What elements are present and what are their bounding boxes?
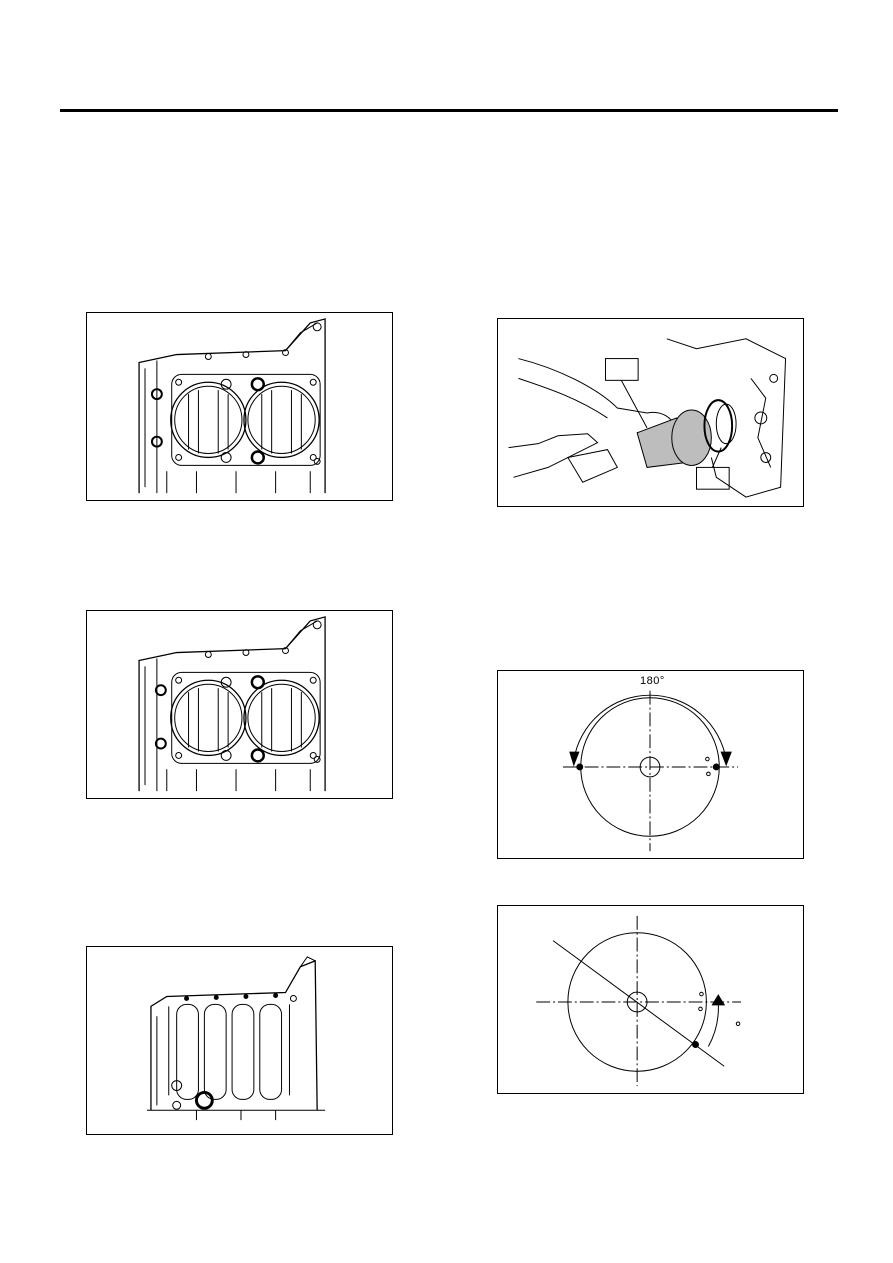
figure-tool-installation xyxy=(497,318,804,507)
tool-installation-drawing xyxy=(508,338,787,498)
header-rule xyxy=(60,109,838,112)
figure-rotation-angled xyxy=(497,905,804,1094)
rotation-180-diagram xyxy=(562,690,739,852)
rotation-angled-diagram xyxy=(536,915,742,1087)
figure-cylinder-block-1 xyxy=(86,312,393,501)
callout-box-lower xyxy=(696,466,730,490)
cylinder-block-drawing-1 xyxy=(138,318,326,494)
cylinder-block-drawing-2 xyxy=(138,616,326,792)
figure-rotation-180: 180° xyxy=(497,670,804,859)
angle-label: 180° xyxy=(640,675,665,687)
figure-cylinder-block-2 xyxy=(86,610,393,799)
figure-crankcase xyxy=(86,946,393,1135)
callout-box-upper xyxy=(604,358,639,381)
crankcase-drawing xyxy=(146,956,326,1121)
